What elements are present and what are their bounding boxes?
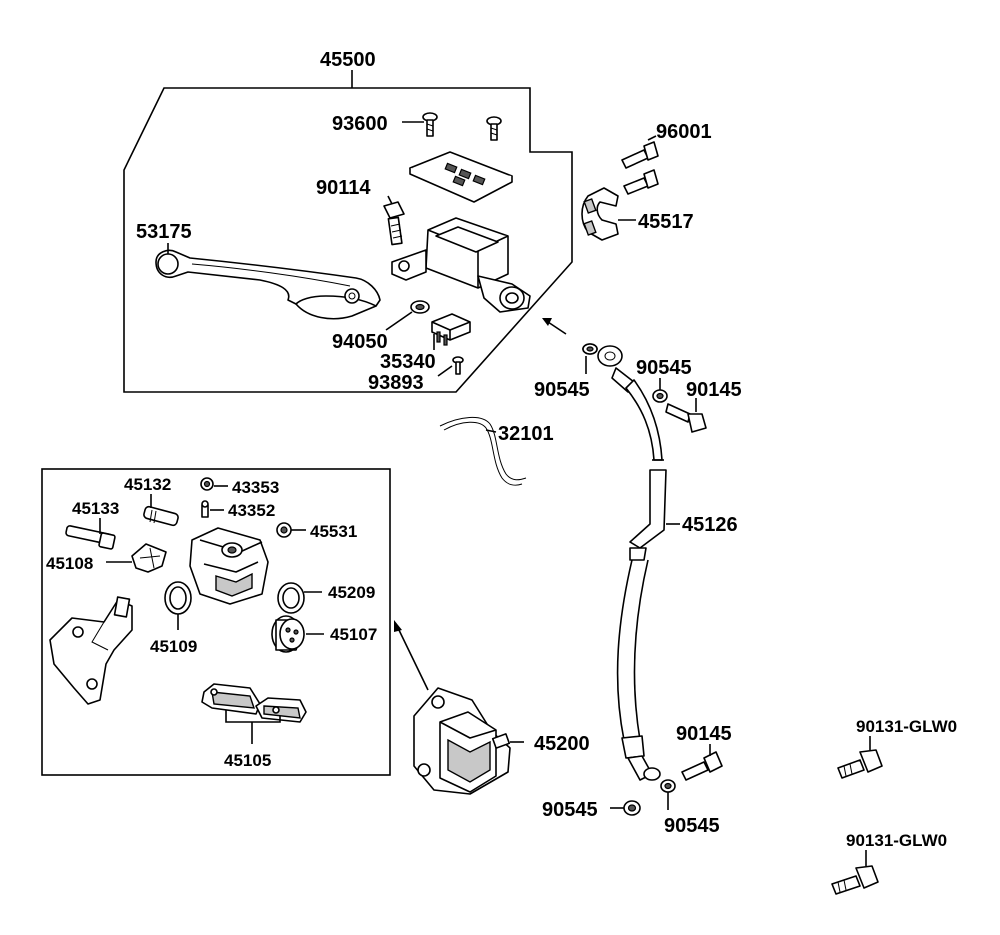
caliper-bracket bbox=[49, 596, 133, 705]
leader-45105-bracket bbox=[225, 710, 281, 723]
label-45200: 45200 bbox=[534, 733, 590, 755]
screw-93893 bbox=[452, 356, 464, 375]
master-cylinder-body bbox=[391, 217, 531, 313]
leader-94050 bbox=[385, 311, 413, 331]
label-94050: 94050 bbox=[332, 331, 388, 353]
bolt-90145-bottom bbox=[681, 751, 723, 781]
seal-45209 bbox=[277, 582, 305, 614]
bolt-90145-top bbox=[665, 403, 707, 433]
label-45132: 45132 bbox=[124, 475, 171, 494]
washer-90545-top-left bbox=[582, 343, 598, 355]
label-45531: 45531 bbox=[310, 522, 357, 541]
label-90131-b: 90131-GLW0 bbox=[846, 831, 947, 850]
label-93893: 93893 bbox=[368, 372, 424, 394]
arrow-to-master bbox=[547, 321, 567, 335]
label-90545-d: 90545 bbox=[664, 815, 720, 837]
leader-90114 bbox=[387, 195, 393, 205]
washer-94050 bbox=[410, 300, 430, 314]
bleeder-43352 bbox=[201, 500, 209, 518]
label-96001: 96001 bbox=[656, 121, 712, 143]
label-35340: 35340 bbox=[380, 351, 436, 373]
screw-93600 bbox=[422, 112, 502, 141]
bolt-90131-bottom bbox=[831, 865, 879, 895]
label-32101: 32101 bbox=[498, 423, 554, 445]
label-43353: 43353 bbox=[232, 478, 279, 497]
label-45108: 45108 bbox=[46, 554, 93, 573]
label-90545-a: 90545 bbox=[534, 379, 590, 401]
leader-93893 bbox=[437, 365, 453, 377]
leader-96001 bbox=[647, 135, 657, 141]
arrow-head-kit bbox=[394, 620, 402, 632]
label-90114: 90114 bbox=[316, 177, 371, 199]
label-45107: 45107 bbox=[330, 625, 377, 644]
label-90145-b: 90145 bbox=[676, 723, 732, 745]
arrow-kit-caliper bbox=[397, 627, 429, 691]
pin-45132 bbox=[143, 505, 179, 527]
wire-32101 bbox=[439, 417, 527, 486]
washer-90545-top-right bbox=[652, 389, 668, 403]
label-90131-a: 90131-GLW0 bbox=[856, 717, 957, 736]
clamp-45517 bbox=[581, 187, 619, 241]
label-90545-b: 90545 bbox=[636, 357, 692, 379]
piston-45107 bbox=[271, 615, 305, 653]
caliper-45200 bbox=[413, 687, 511, 795]
label-90545-c: 90545 bbox=[542, 799, 598, 821]
caliper-kit-frame bbox=[41, 468, 391, 776]
leader-32101 bbox=[485, 429, 497, 433]
caliper-kit-group bbox=[41, 468, 391, 776]
cap-45531 bbox=[276, 522, 292, 538]
label-45109: 45109 bbox=[150, 637, 197, 656]
arrow-head-master bbox=[542, 318, 552, 326]
label-43352: 43352 bbox=[228, 501, 275, 520]
label-90145-a: 90145 bbox=[686, 379, 742, 401]
master-cylinder-frame bbox=[123, 87, 573, 393]
washer-90545-bottom-left bbox=[623, 800, 641, 816]
brake-pads-45105 bbox=[201, 683, 307, 723]
label-45209: 45209 bbox=[328, 583, 375, 602]
seal-45109 bbox=[164, 581, 192, 615]
label-93600: 93600 bbox=[332, 113, 388, 135]
master-cylinder-group bbox=[123, 70, 573, 393]
label-45517: 45517 bbox=[638, 211, 694, 233]
switch-35340 bbox=[431, 313, 471, 346]
spring-45108 bbox=[131, 543, 167, 573]
lever-53175 bbox=[155, 249, 381, 320]
reservoir-cap bbox=[409, 151, 513, 203]
label-53175: 53175 bbox=[136, 221, 192, 243]
label-45105: 45105 bbox=[224, 751, 271, 770]
bolt-90131-top bbox=[837, 749, 883, 779]
label-45500: 45500 bbox=[320, 49, 376, 71]
caliper-body-kit bbox=[189, 527, 269, 605]
label-45126: 45126 bbox=[682, 514, 738, 536]
pin-45133 bbox=[65, 525, 116, 550]
brake-hose-45126 bbox=[582, 343, 667, 781]
washer-90545-bottom-right bbox=[660, 779, 676, 793]
cap-43353 bbox=[200, 477, 214, 491]
bolt-96001 bbox=[621, 141, 659, 195]
bolt-90114 bbox=[383, 201, 405, 246]
label-45133: 45133 bbox=[72, 499, 119, 518]
clamp-group bbox=[581, 135, 659, 241]
